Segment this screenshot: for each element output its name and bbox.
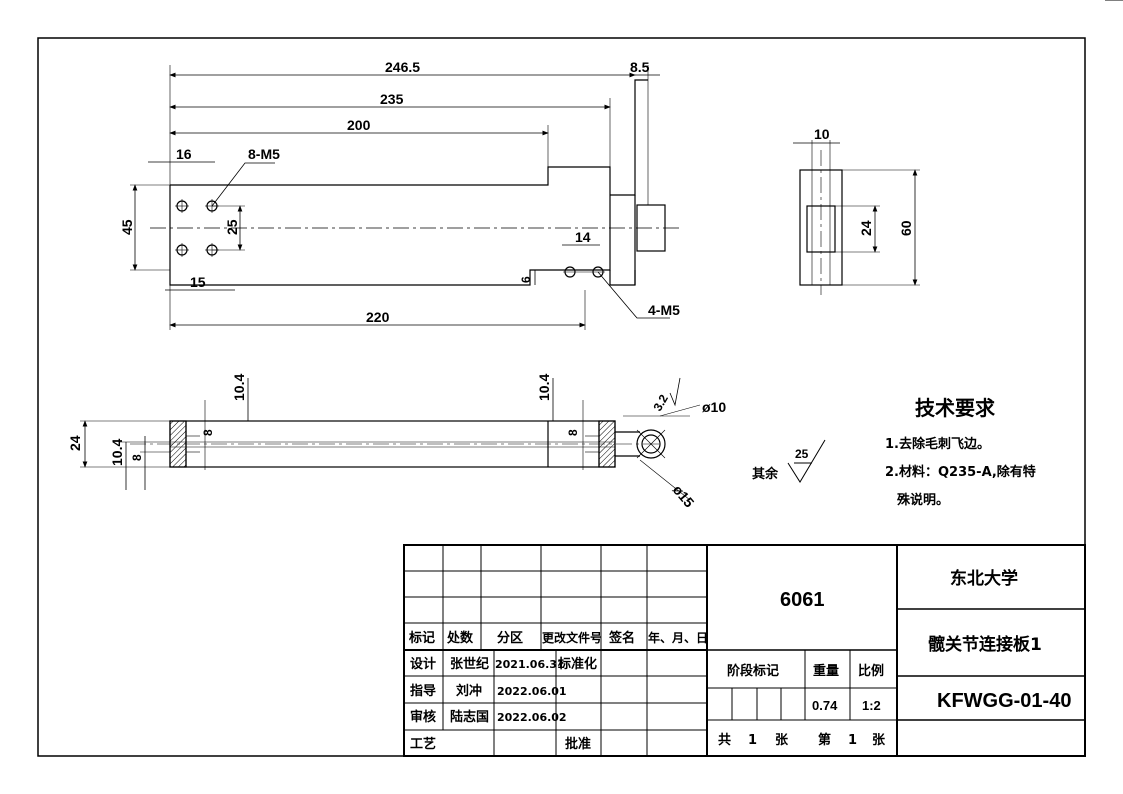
tb-role-process: 工艺 [410, 736, 436, 752]
dim-10-4-left: 10.4 [109, 439, 125, 466]
tb-sheet-no: 1 [848, 733, 857, 748]
label-4-m5: 4-M5 [648, 302, 680, 318]
tb-header-date: 年、月、日 [648, 630, 708, 645]
dim-phi15: ø15 [670, 482, 698, 511]
tb-drawing-number: KFWGG-01-40 [937, 690, 1071, 712]
front-view [80, 377, 701, 501]
dim-8-left: 8 [130, 454, 144, 461]
tb-header-zone: 分区 [497, 630, 523, 646]
dim-16: 16 [176, 146, 192, 162]
tb-standardization: 标准化 [557, 656, 597, 672]
tb-date-1: 2021.06.31 [495, 658, 565, 671]
dim-8-b: 8 [201, 429, 215, 436]
tb-name-3: 陆志国 [450, 709, 489, 725]
tb-scale: 1:2 [862, 698, 881, 713]
tb-scale-label: 比例 [858, 663, 884, 679]
dim-8-5: 8.5 [630, 59, 650, 75]
tb-header-docno: 更改文件号 [542, 630, 602, 645]
tech-req-title: 技术要求 [915, 396, 996, 420]
dim-200: 200 [347, 117, 371, 133]
tb-role-design: 设计 [410, 656, 436, 672]
tb-material: 6061 [780, 589, 825, 611]
dim-45: 45 [119, 219, 135, 235]
dim-10: 10 [814, 126, 830, 142]
dim-25: 25 [224, 219, 240, 235]
dim-15: 15 [190, 274, 206, 290]
tb-university: 东北大学 [950, 568, 1018, 589]
tb-header-sign: 签名 [608, 630, 635, 646]
tb-weight: 0.74 [812, 698, 838, 713]
dim-60: 60 [898, 220, 914, 236]
dim-8-c: 8 [566, 429, 580, 436]
tb-approval: 批准 [565, 736, 591, 752]
dim-6: 6 [519, 276, 533, 283]
tb-weight-label: 重量 [813, 663, 839, 679]
dim-10-4-a: 10.4 [231, 374, 247, 401]
dim-24: 24 [858, 220, 874, 236]
tech-req-3: 殊说明。 [897, 492, 949, 508]
dim-246-5: 246.5 [385, 59, 420, 75]
tb-sheets-total-suffix: 张 [775, 733, 789, 748]
tb-sheet-no-prefix: 第 [818, 732, 831, 748]
tb-date-3: 2022.06.02 [497, 711, 567, 724]
tech-req-1: 1.去除毛刺飞边。 [885, 436, 990, 452]
dim-220: 220 [366, 309, 390, 325]
tech-req-2: 2.材料：Q235-A,除有特 [885, 464, 1036, 480]
tb-header-count: 处数 [446, 630, 474, 646]
title-block [403, 544, 1086, 757]
dim-phi10: ø10 [702, 399, 726, 415]
tb-role-guide: 指导 [410, 683, 436, 699]
tb-role-review: 审核 [410, 709, 436, 725]
roughness-symbol [787, 439, 826, 483]
tb-sheets-total: 1 [748, 733, 757, 748]
roughness-label: 其余 [752, 466, 779, 482]
top-view [130, 65, 680, 330]
tb-date-2: 2022.06.01 [497, 685, 567, 698]
dim-3-2: 3.2 [650, 392, 671, 414]
side-view [793, 140, 920, 295]
roughness-value: 25 [795, 447, 809, 461]
label-8-m5: 8-M5 [248, 146, 280, 162]
tb-sheets-total-prefix: 共 [718, 732, 731, 748]
tb-name-2: 刘冲 [456, 683, 482, 699]
dim-235: 235 [380, 91, 404, 107]
tb-part-name: 髋关节连接板1 [928, 634, 1042, 655]
dim-10-4-b: 10.4 [536, 374, 552, 401]
dim-24-front: 24 [67, 435, 83, 451]
tb-sheet-no-suffix: 张 [872, 733, 886, 748]
tb-stage-mark: 阶段标记 [727, 663, 779, 679]
tb-header-mark: 标记 [408, 630, 435, 646]
dim-14: 14 [575, 229, 591, 245]
tb-name-1: 张世纪 [450, 656, 489, 672]
